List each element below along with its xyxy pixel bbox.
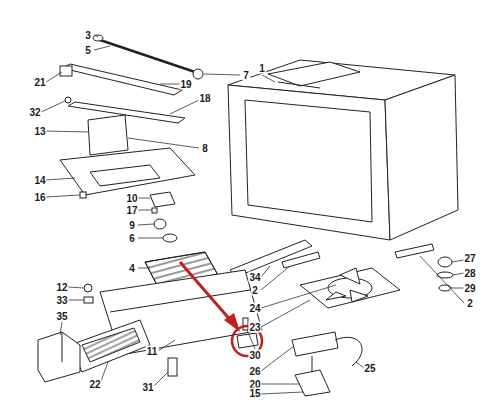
callout-number: 31 [141, 382, 154, 393]
callout-number: 22 [88, 379, 101, 390]
callout-number: 26 [248, 366, 261, 377]
callout-number: 25 [363, 363, 376, 374]
callout-number: 9 [128, 220, 136, 231]
callout-number: 14 [33, 175, 46, 186]
callout-number: 2 [466, 298, 474, 309]
callout-number: 5 [84, 45, 92, 56]
callout-number: 3 [84, 30, 92, 41]
callout-number: 8 [201, 143, 209, 154]
callout-number: 10 [125, 193, 138, 204]
callout-number: 35 [55, 311, 68, 322]
callout-number: 2 [251, 285, 259, 296]
callout-number: 34 [248, 272, 261, 283]
callout-number: 23 [248, 322, 261, 333]
callout-number: 24 [248, 303, 261, 314]
callout-number: 17 [125, 205, 138, 216]
callout-number: 7 [242, 70, 250, 81]
callout-number: 1 [258, 63, 266, 74]
callout-number: 29 [463, 283, 476, 294]
callout-number: 13 [33, 126, 46, 137]
callout-number: 16 [33, 192, 46, 203]
callout-number: 12 [55, 282, 68, 293]
callout-number: 32 [28, 107, 41, 118]
callout-number: 6 [128, 233, 136, 244]
callout-number: 11 [146, 346, 159, 357]
callout-number: 19 [179, 79, 192, 90]
callout-number: 28 [463, 268, 476, 279]
callout-number: 15 [248, 387, 261, 398]
callout-number: 33 [55, 295, 68, 306]
callout-number: 30 [248, 350, 261, 361]
callout-number: 21 [33, 77, 46, 88]
callout-number: 27 [463, 253, 476, 264]
callout-number: 18 [198, 93, 211, 104]
callout-number: 4 [128, 263, 136, 274]
